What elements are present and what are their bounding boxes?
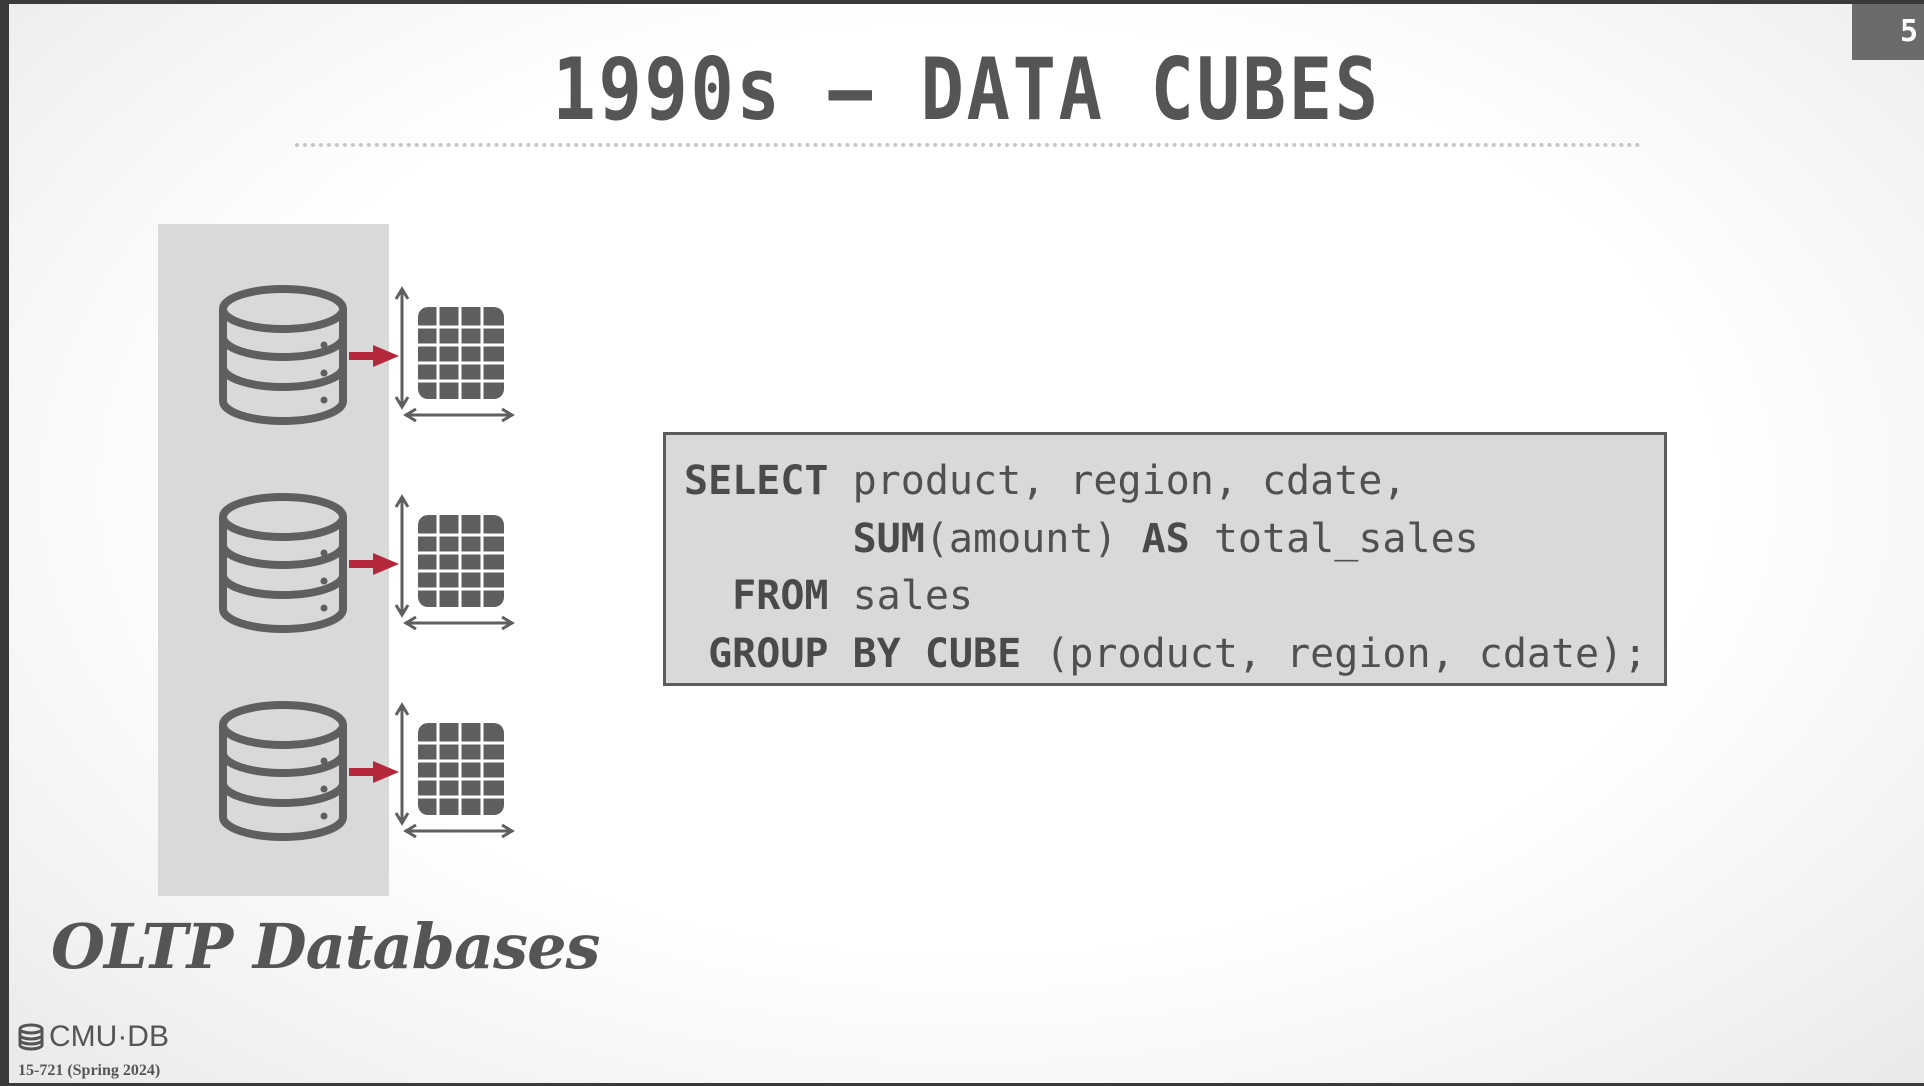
horizontal-axis-arrow-icon [403, 407, 515, 423]
sql-line-sum: SUM(amount) AS total_sales [684, 511, 1664, 569]
red-arrow-icon [349, 345, 399, 367]
vertical-axis-arrow-icon [394, 494, 410, 618]
red-arrow-icon [349, 553, 399, 575]
sql-text: (amount) [924, 515, 1142, 562]
data-cube-icon [418, 723, 504, 815]
database-icon [219, 701, 347, 841]
database-icon [219, 285, 347, 425]
vertical-axis-arrow-icon [394, 702, 410, 826]
sql-line-from: FROM sales [684, 568, 1664, 626]
sql-keyword: FROM [732, 573, 829, 619]
sql-line-select: SELECT product, region, cdate, [684, 453, 1664, 511]
sql-text: product, region, cdate, [828, 458, 1407, 504]
sql-text: (product, region, cdate); [1021, 630, 1648, 677]
sql-keyword: SUM [852, 515, 925, 562]
data-cube-icon [418, 515, 504, 607]
database-to-cube-group [206, 695, 516, 850]
sql-code-block: SELECT product, region, cdate, SUM(amoun… [663, 432, 1667, 686]
sql-line-group-by: GROUP BY CUBE (product, region, cdate); [684, 626, 1664, 684]
sql-keyword: AS [1141, 515, 1190, 562]
title-divider [295, 143, 1641, 147]
database-icon [219, 493, 347, 633]
data-cube-icon [418, 307, 504, 399]
sql-keyword: SELECT [684, 458, 829, 504]
slide-title: 1990s – DATA CUBES [552, 40, 1381, 140]
sql-text: sales [828, 573, 973, 619]
vertical-axis-arrow-icon [394, 286, 410, 410]
logo-text: CMU·DB [49, 1020, 169, 1053]
database-to-cube-group [206, 279, 516, 434]
slide-number: 5 [1852, 4, 1924, 60]
database-to-cube-group [206, 487, 516, 642]
slide: 5 1990s – DATA CUBES [9, 4, 1924, 1083]
horizontal-axis-arrow-icon [403, 615, 515, 631]
sql-keyword: CUBE [924, 630, 1022, 677]
sql-text: total_sales [1189, 515, 1479, 562]
database-logo-icon [18, 1023, 44, 1051]
course-label: 15-721 (Spring 2024) [18, 1062, 161, 1079]
cmu-db-logo: CMU·DB [17, 1020, 169, 1054]
horizontal-axis-arrow-icon [403, 823, 515, 839]
sql-keyword: GROUP BY [708, 630, 901, 677]
oltp-databases-label: OLTP Databases [51, 910, 600, 983]
red-arrow-icon [349, 761, 399, 783]
